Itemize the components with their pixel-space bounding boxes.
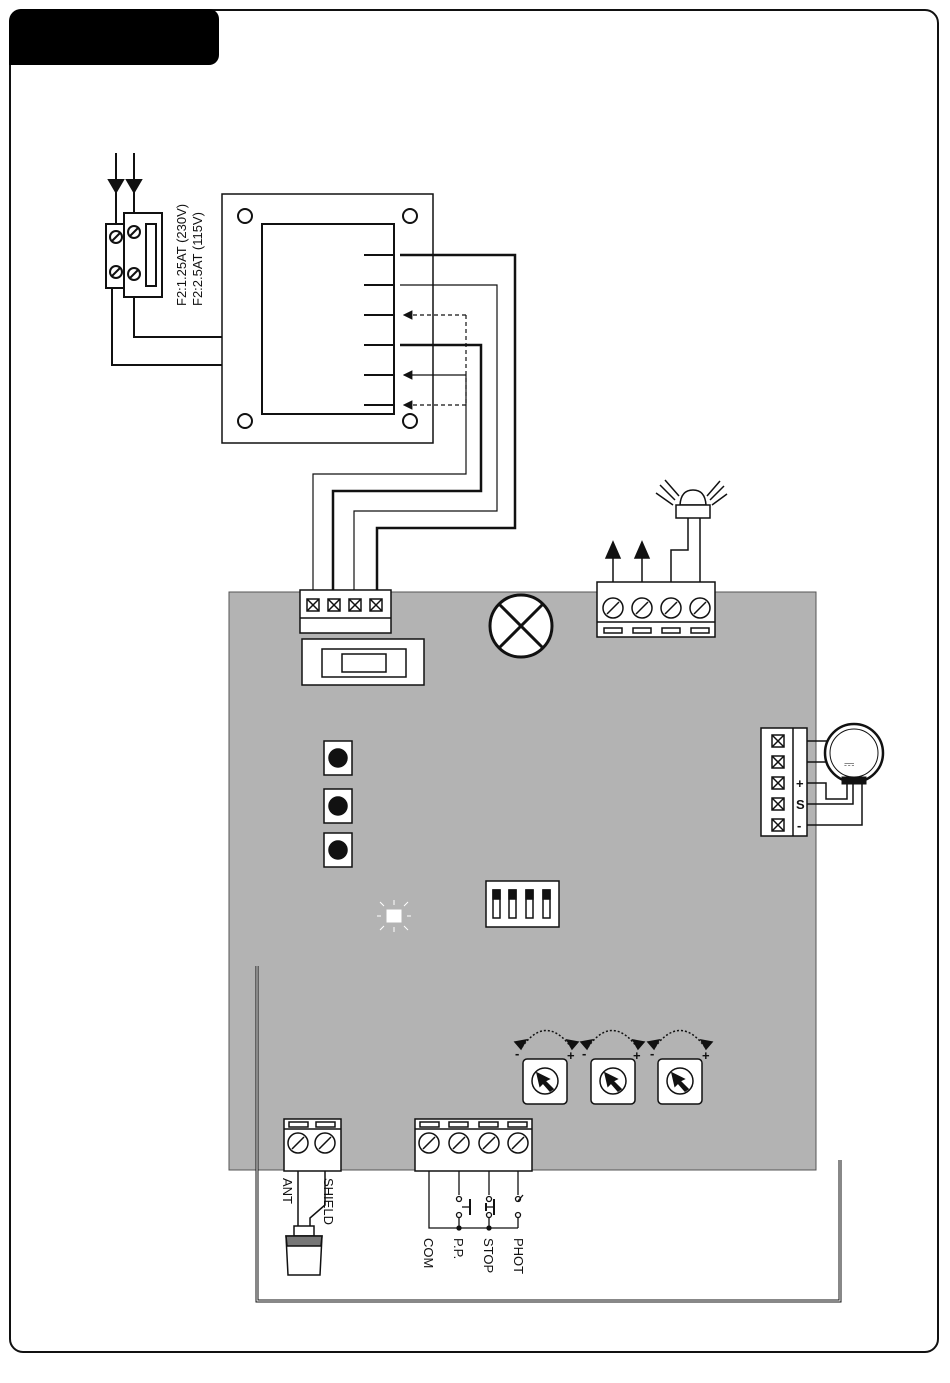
- trimmer-1-minus: -: [515, 1046, 519, 1061]
- trimmer-1-plus: +: [567, 1048, 575, 1063]
- pp-label: P.P.: [451, 1238, 466, 1259]
- lamp-symbol: [490, 595, 552, 657]
- push-buttons: [324, 741, 352, 867]
- trimmer-2-minus: -: [582, 1046, 586, 1061]
- power-terminal-block: [300, 590, 391, 633]
- transformer: [222, 194, 433, 443]
- fuse-holder: [106, 213, 162, 297]
- encoder-s-label: S: [796, 797, 805, 812]
- flashing-light-icon: [656, 480, 727, 582]
- fuse-label: F2:1.25AT (230V) F2:2.5AT (115V): [174, 204, 205, 306]
- antenna-terminal-block: [284, 1119, 341, 1171]
- shield-label: SHIELD: [321, 1178, 336, 1225]
- encoder-motor-icon: [825, 724, 883, 784]
- motor-terminal-block: [597, 582, 715, 637]
- fuse-label-230v: F2:1.25AT (230V): [174, 204, 189, 306]
- trimmer-2-plus: +: [633, 1048, 641, 1063]
- board-fuse: [302, 639, 424, 685]
- inputs-wiring: [429, 1171, 523, 1230]
- trimmer-3-plus: +: [702, 1048, 710, 1063]
- phot-label: PHOT: [511, 1238, 526, 1274]
- fuse-label-115v: F2:2.5AT (115V): [190, 212, 205, 306]
- dip-switch: [486, 881, 559, 927]
- com-label: COM: [421, 1238, 436, 1268]
- motor-output-arrows: [606, 542, 649, 582]
- ant-label: ANT: [280, 1178, 295, 1204]
- encoder-minus-label: -: [797, 818, 801, 833]
- encoder-plus-label: +: [796, 776, 804, 791]
- stop-label: STOP: [481, 1238, 496, 1273]
- inputs-terminal-block: [415, 1119, 532, 1171]
- dc-symbol: ⎓: [844, 756, 854, 771]
- trimmer-3-minus: -: [650, 1046, 654, 1061]
